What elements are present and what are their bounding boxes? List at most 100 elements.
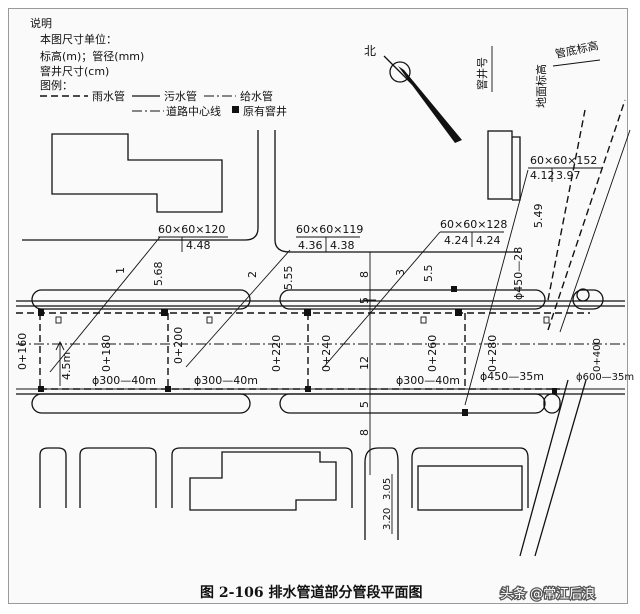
existing-well — [38, 309, 44, 316]
island-south-1 — [31, 393, 251, 414]
watermark: 头条 @常江后浪 — [499, 585, 597, 604]
dim-5-68: 5.68 — [152, 262, 165, 287]
island-north-3 — [572, 289, 604, 310]
island-north-2 — [279, 289, 546, 310]
parcel-south-4 — [364, 447, 399, 540]
pipe-label-3: ϕ300—40m — [396, 374, 460, 387]
pipe-label-5: ϕ600—35m — [576, 372, 634, 383]
legend-rain: 雨水管 — [92, 89, 125, 103]
dim-12: 12 — [358, 356, 371, 370]
well-4-invert-elev: 3.97 — [556, 169, 581, 182]
station-0-280: 0+280 — [486, 335, 499, 372]
legend-line-3: 窨井尺寸(cm) — [40, 64, 109, 78]
existing-well — [455, 309, 462, 316]
well-1-size: 60×60×120 — [158, 223, 225, 236]
existing-well — [161, 309, 168, 316]
station-0-220: 0+220 — [270, 335, 283, 372]
station-0-240: 0+240 — [320, 335, 333, 372]
pipe-label-6: ϕ450—28 — [512, 247, 525, 300]
island-south-2 — [279, 393, 546, 414]
well-label-3: 60×60×128 4.24 4.24 — [440, 218, 507, 247]
island-north-1 — [31, 289, 251, 310]
dim-5-49: 5.49 — [532, 204, 545, 229]
station-0-180: 0+180 — [100, 335, 113, 372]
legend-existing-well: 原有窨井 — [243, 104, 287, 118]
dim-4-5m: 4.5m — [60, 352, 73, 380]
road-boundary-north-east — [274, 130, 520, 253]
leader-well-2 — [185, 249, 291, 368]
station-0-400: 0+400 — [592, 338, 603, 372]
pipe-label-4: ϕ450—35m — [480, 370, 544, 383]
leader-well-4 — [464, 169, 529, 406]
building-north-east — [487, 130, 513, 200]
existing-well — [305, 386, 311, 392]
parcel-south-2 — [79, 447, 157, 508]
leader-well-3 — [322, 231, 441, 369]
well-1-number: 1 — [114, 267, 127, 274]
legend: 说明 本图尺寸单位： 标高(m)；管径(mm) 窨井尺寸(cm) 图例： 雨水管… — [30, 16, 287, 118]
legend-centerline: 道路中心线 — [166, 104, 221, 118]
well-2-invert-elev: 4.38 — [330, 239, 355, 252]
dim-5-55: 5.55 — [282, 266, 295, 291]
station-0-160: 0+160 — [16, 333, 29, 370]
parcel-south-5 — [411, 447, 529, 508]
legend-sewage: 污水管 — [164, 89, 197, 103]
north-circle — [389, 61, 411, 83]
station-0-260: 0+260 — [426, 335, 439, 372]
well-2-size: 60×60×119 — [296, 223, 363, 236]
well-label-2: 60×60×119 4.36 4.38 — [296, 223, 363, 252]
existing-well — [165, 386, 171, 392]
ground-elev-label: 地面标高 — [534, 64, 548, 108]
invert-elev-label: 管底标高 — [554, 38, 600, 61]
island-south-3 — [543, 393, 561, 414]
label-key: 窨井号 地面标高 管底标高 — [475, 38, 601, 108]
well-3-number: 3 — [394, 269, 407, 276]
north-label: 北 — [364, 44, 376, 58]
station-0-200: 0+200 — [172, 327, 185, 364]
legend-title: 说明 — [30, 16, 52, 30]
dim-5-5: 5.5 — [422, 265, 435, 283]
legend-line-4: 图例： — [40, 78, 73, 92]
parcel-south-3 — [171, 447, 353, 508]
road-boundary-north-west — [22, 130, 259, 241]
watermark-text: 头条 @常江后浪 — [500, 586, 595, 602]
well-no-label: 窨井号 — [475, 57, 489, 90]
legend-line-2: 标高(m)；管径(mm) — [40, 49, 144, 63]
existing-well-symbol — [232, 106, 239, 113]
dim-8-bottom: 8 — [358, 429, 371, 436]
dim-5-top: 5 — [358, 297, 371, 304]
cross-section-dimensions: 8 5 12 5 8 — [358, 252, 376, 475]
well-4-ground-elev: 4.12 — [530, 169, 555, 182]
north-needle — [398, 66, 462, 143]
existing-well — [552, 388, 557, 394]
well-3-invert-elev: 4.24 — [476, 234, 501, 247]
dim-8-top: 8 — [358, 271, 371, 278]
parcel-south-1 — [39, 447, 67, 508]
dim-5-bottom: 5 — [358, 401, 371, 408]
well-4-size: 60×60×152 — [530, 154, 597, 167]
well-3-ground-elev: 4.24 — [444, 234, 469, 247]
well-label-4: 60×60×152 4.12 3.97 — [528, 154, 602, 182]
well-2-number: 2 — [246, 271, 259, 278]
well-2-ground-elev: 4.36 — [298, 239, 323, 252]
dim-3-20: 3.20 — [382, 508, 393, 530]
building-north-west — [51, 133, 223, 213]
existing-well — [462, 409, 468, 416]
legend-water: 给水管 — [240, 89, 273, 103]
building-south-east — [417, 465, 523, 511]
well-label-1: 60×60×120 4.48 — [158, 223, 228, 252]
pipe-label-2: ϕ300—40m — [194, 374, 258, 387]
existing-well — [304, 309, 311, 316]
well-3-size: 60×60×128 — [440, 218, 507, 231]
well-1-ground-elev: 4.48 — [186, 239, 211, 252]
building-south-west — [189, 451, 337, 511]
north-arrow: 北 — [364, 44, 462, 143]
rain-pipe-diagonal — [547, 99, 626, 331]
existing-well — [451, 286, 457, 292]
pipe-label-1: ϕ300—40m — [92, 374, 156, 387]
leader-well-1 — [49, 236, 161, 373]
existing-well — [38, 386, 44, 392]
legend-line-1: 本图尺寸单位： — [40, 32, 117, 46]
dim-3-05: 3.05 — [382, 478, 393, 500]
